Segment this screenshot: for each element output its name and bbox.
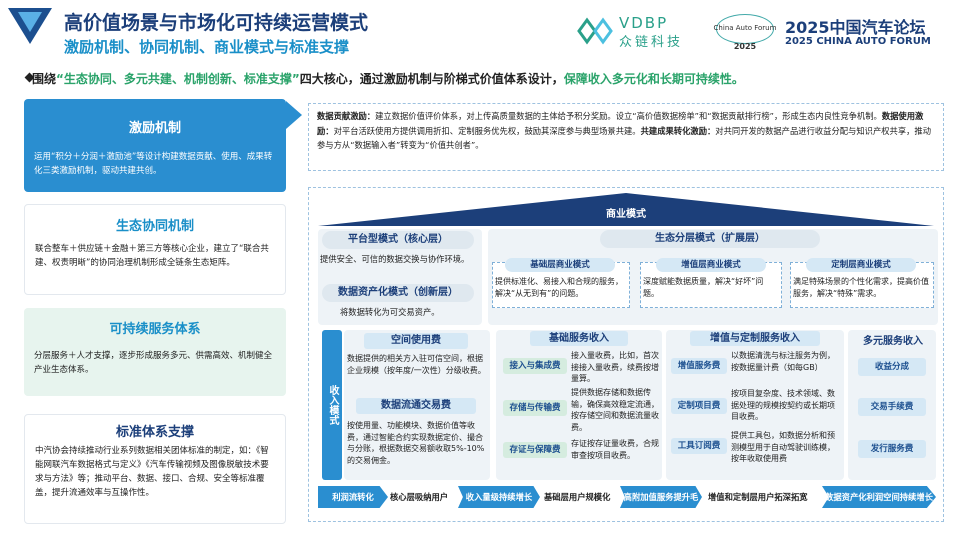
china-auto-forum-logo: China Auto Forum 2025 [712, 12, 778, 52]
brand-name-cn: 众链科技 [619, 35, 684, 50]
flow-step-4: 数据资产化利润空间持续增长 [822, 486, 936, 508]
card-body: 中汽协会持续推动行业系列数据相关团体标准的制定，如：《智能网联汽车数据格式与定义… [35, 446, 269, 499]
flow-text-3: 增值和定制层用户拓深拓宽 [708, 492, 808, 502]
tier-value-title: 增值层商业模式 [656, 258, 766, 272]
business-roof-icon [318, 193, 934, 226]
intro-highlight-2: 保障收入多元化和长期可持续性。 [563, 72, 744, 86]
tier-basic-title: 基础层商业模式 [505, 258, 615, 272]
basic-item-label: 存储与传输费 [503, 400, 567, 416]
card-incentive: 激励机制 运用“积分＋分润＋激励池”等设计构建数据贡献、使用、成果转化三类激励机… [24, 99, 286, 192]
multi-service-title: 多元服务收入 [863, 336, 923, 347]
tier-value-text: 深度赋能数据质量，解决“好坏”问题。 [643, 277, 764, 298]
basic-item-text: 提供数据存储和数据传输，确保高效稳定流通，按存储空间和数据流量收费。 [571, 388, 659, 432]
incentive-text-1: 建立数据价值评价体系，对上传高质量数据的主体给予积分奖励。设立“高价值数据榜单”… [375, 111, 882, 121]
chain-logo-icon [577, 17, 613, 45]
asset-model-title: 数据资产化模式（创新层） [322, 284, 474, 302]
platform-model-text: 提供安全、可信的数据交换与协作环境。 [320, 254, 470, 264]
business-model-label: 商业模式 [606, 209, 646, 220]
card-ecosystem: 生态协同机制 联合整车＋供应链＋金融＋第三方等核心企业，建立了“联合共建、权责明… [24, 204, 286, 295]
flow-text-1: 核心层吸纳用户 [390, 492, 449, 502]
incentive-key-2: 数据使用激励： [317, 111, 924, 136]
incentive-text-2: 对平台活跃使用方提供调用折扣、定制服务优先权，鼓励其深度参与典型场景共建。 [333, 125, 641, 136]
basic-item-label: 存证与保障费 [503, 442, 567, 458]
basic-service-title: 基础服务收入 [530, 331, 628, 346]
space-fee-text: 数据提供的相关方入驻可信空间，根据企业规模（按年度/一次性）分级收费。 [347, 354, 486, 375]
basic-item-text: 接入量收费，比如，首次接接入量收费，续费按增量算。 [571, 351, 659, 384]
tier-basic-text: 提供标准化、易接入和合规的服务，解决“从无到有”的问题。 [495, 277, 623, 298]
value-flow-bar: 利润流转化 核心层吸纳用户 收入量级持续增长 基础层用户规模化 高附加值服务提升… [318, 486, 938, 510]
asset-model-text: 将数据转化为可交易资产。 [340, 307, 440, 317]
eco-tier-title: 生态分层模式（扩展层） [600, 230, 820, 248]
value-service-title: 增值与定制服务收入 [690, 331, 820, 346]
incentive-text-3: 对共同开发的数据产品进行收益分配与知识产权共享，推动参与方从“数据输入者”转变为… [317, 125, 932, 151]
forum-title-en: 2025 CHINA AUTO FORUM [785, 36, 931, 47]
platform-model-title: 平台型模式（核心层） [322, 231, 474, 249]
flow-fee-text: 按使用量、功能模块、数据价值等收费，通过智能合约实现数据定价、撮合与分账，根据数… [347, 421, 485, 465]
vdbp-logo: VDBP 众链科技 [577, 14, 697, 50]
incentive-key-3: 共建成果转化激励： [640, 125, 716, 136]
value-item-label: 定制项目费 [671, 398, 727, 414]
tier-custom-title: 定制层商业模式 [806, 258, 916, 272]
multi-item: 交易手续费 [858, 398, 926, 416]
card-title: 标准体系支撑 [115, 425, 194, 440]
multi-item: 收益分成 [858, 358, 926, 376]
brand-name-en: VDBP [619, 14, 669, 32]
multi-item: 发行服务费 [858, 440, 926, 458]
flow-fee-title: 数据流通交易费 [356, 398, 476, 414]
forum-title-cn: 2025中国汽车论坛 [785, 18, 926, 37]
flow-step-2: 收入量级持续增长 [458, 486, 540, 508]
value-item-text: 以数据清洗与标注服务为例，按数据量计费（如每GB） [731, 351, 835, 372]
logo-inner-triangle [18, 12, 42, 32]
business-revenue-box [308, 187, 944, 522]
intro-line: 围绕“生态协同、多元共建、机制创新、标准支撑”四大核心，通过激励机制与阶梯式价值… [32, 70, 744, 87]
revenue-mode-label: 收入模式 [322, 330, 342, 480]
intro-text-1: 围绕 [32, 72, 57, 86]
value-item-label: 增值服务费 [671, 358, 727, 374]
card-title: 激励机制 [128, 121, 181, 136]
intro-highlight-1: “生态协同、多元共建、机制创新、标准支撑” [56, 72, 300, 86]
arrow-right-icon [286, 101, 302, 129]
card-body: 分层服务＋人才支撑，逐步形成服务多元、供需高效、机制健全产业生态体系。 [34, 351, 273, 376]
card-body: 运用“积分＋分润＋激励池”等设计构建数据贡献、使用、成果转化三类激励机制，驱动共… [34, 152, 273, 177]
card-standards: 标准体系支撑 中汽协会持续推动行业系列数据相关团体标准的制定，如：《智能网联汽车… [24, 414, 286, 524]
page-title: 高价值场景与市场化可持续运营模式 [64, 12, 369, 34]
flow-step-3: 高附加值服务提升毛利 [620, 486, 702, 508]
space-fee-title: 空间使用费 [364, 333, 468, 349]
tier-custom-text: 满足特殊场景的个性化需求，提高价值服务，解决“特殊”需求。 [793, 277, 929, 298]
value-item-label: 工具订阅费 [671, 438, 727, 454]
card-title: 生态协同机制 [115, 219, 194, 234]
forum-logo-text: China Auto Forum [713, 24, 777, 32]
card-sustainable-service: 可持续服务体系 分层服务＋人才支撑，逐步形成服务多元、供需高效、机制健全产业生态… [24, 308, 286, 396]
value-item-text: 按项目复杂度、技术领域、数据处理的规模按契约或长期项目收费。 [731, 389, 835, 422]
value-item-text: 提供工具包，如数据分析和预测模型用于自动驾驶训练模，按年收取使用费 [731, 431, 835, 464]
incentive-detail-box: 数据贡献激励：建立数据价值评价体系，对上传高质量数据的主体给予积分奖励。设立“高… [308, 103, 944, 171]
flow-text-2: 基础层用户规模化 [544, 492, 611, 502]
card-body: 联合整车＋供应链＋金融＋第三方等核心企业，建立了“联合共建、权责明晰”的协同治理… [35, 244, 269, 269]
basic-item-label: 接入与集成费 [503, 358, 567, 374]
forum-ring-icon [716, 14, 774, 44]
basic-item-text: 存证按存证量收费，合规审查按项目收费。 [571, 439, 659, 460]
page-subtitle: 激励机制、协同机制、商业模式与标准支撑 [64, 38, 350, 56]
forum-logo-year: 2025 [733, 42, 757, 51]
incentive-key-1: 数据贡献激励： [317, 111, 376, 121]
flow-step-1: 利润流转化 [318, 486, 388, 508]
intro-text-2: 四大核心，通过激励机制与阶梯式价值体系设计， [299, 72, 564, 86]
card-title: 可持续服务体系 [109, 322, 201, 337]
